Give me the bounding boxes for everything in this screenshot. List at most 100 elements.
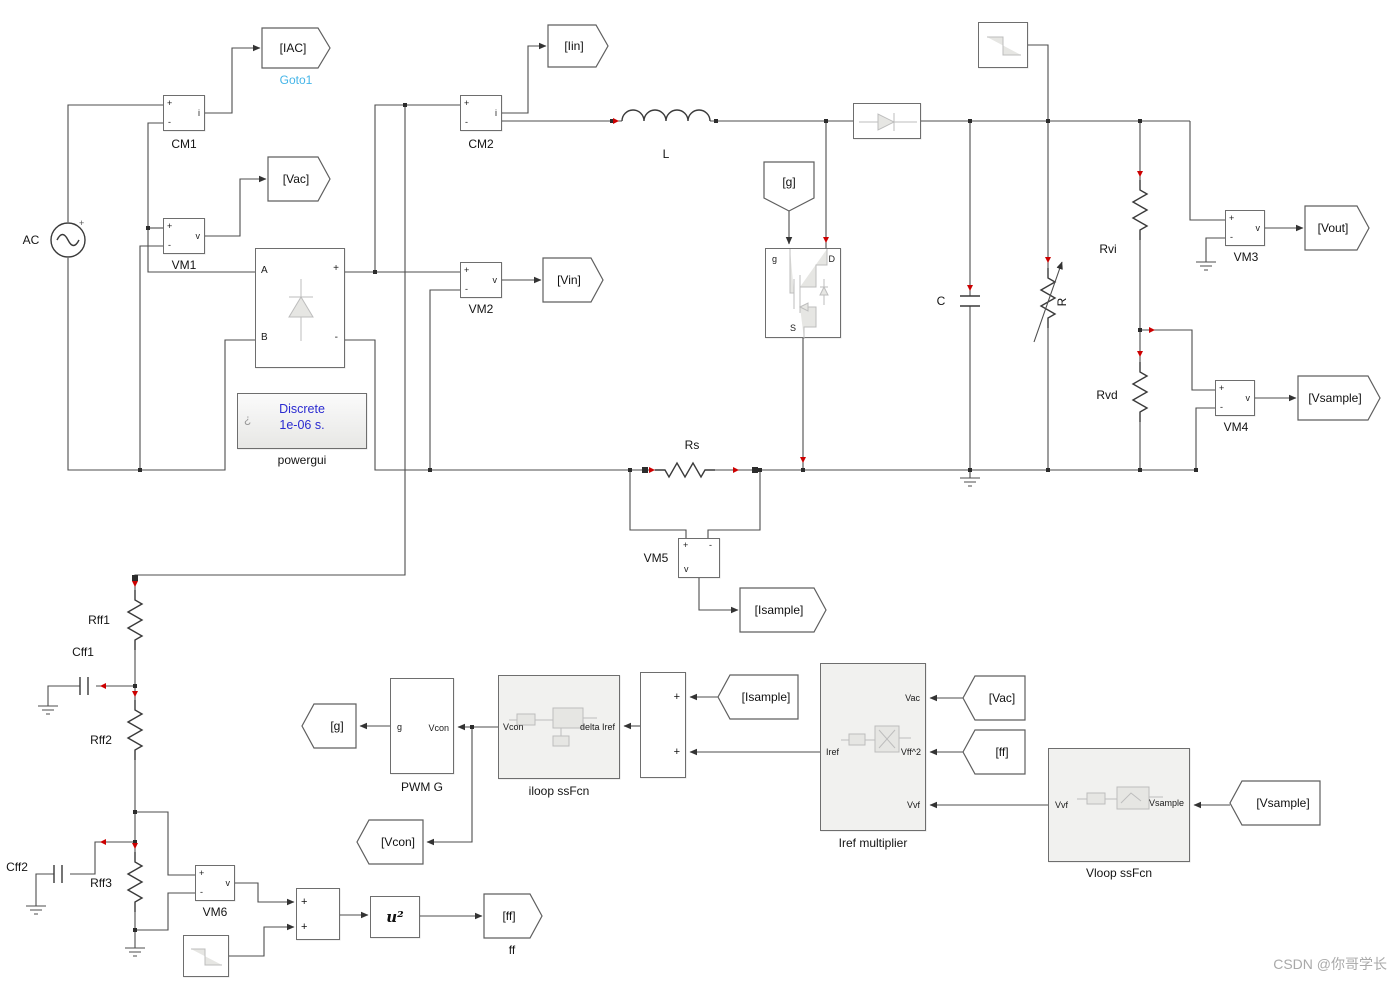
label-rff1: Rff1 (88, 613, 110, 627)
tag-from-g-gate[interactable]: [g] (763, 161, 815, 212)
svg-text:[Vsample]: [Vsample] (1256, 796, 1309, 810)
port-g: g (772, 254, 778, 264)
resistor-rff3[interactable] (126, 852, 144, 912)
port-v: v (195, 231, 201, 241)
resistor-rff2[interactable] (126, 700, 144, 760)
block-math-square[interactable]: u² (370, 896, 420, 938)
port-vcon: Vcon (503, 722, 524, 732)
port-minus: - (1230, 232, 1233, 242)
tag-from-isample-ctrl[interactable]: [Isample] (717, 674, 799, 720)
tag-goto-g-ctrl[interactable]: [g] (301, 703, 357, 749)
tag-from-vac-ctrl[interactable]: [Vac] (962, 675, 1026, 721)
block-mosfet[interactable]: g D S (765, 248, 841, 339)
port-vff2: Vff^2 (900, 747, 921, 757)
capacitor-cff1[interactable] (79, 677, 89, 695)
ground-symbols (26, 256, 1216, 957)
ac-plus-marker: + (79, 218, 84, 228)
block-vm4[interactable]: + - v (1215, 380, 1255, 416)
port-minus: - (709, 540, 712, 550)
label-cap: C (936, 294, 946, 308)
tag-goto-isample[interactable]: [Isample] (739, 587, 827, 633)
label-iloop: iloop ssFcn (528, 784, 590, 798)
port-vvf: Vvf (906, 800, 920, 810)
label-ac: AC (22, 233, 40, 247)
svg-text:[ff]: [ff] (995, 745, 1008, 759)
port-minus: - (465, 284, 468, 294)
port-plus: + (333, 263, 339, 274)
port-plus: + (167, 98, 173, 108)
block-vm6[interactable]: + - v (195, 865, 235, 901)
block-vm1[interactable]: + - v (163, 218, 205, 254)
resistor-rvi[interactable] (1131, 180, 1149, 240)
block-step-load[interactable] (978, 22, 1028, 68)
resistor-rff1[interactable] (126, 590, 144, 650)
svg-text:[Isample]: [Isample] (755, 603, 804, 617)
svg-text:[Vac]: [Vac] (283, 172, 309, 186)
port-s: S (790, 323, 797, 333)
port-vcon: Vcon (428, 723, 449, 733)
label-load-r: R (1055, 297, 1069, 306)
powergui-text: Discrete 1e-06 s. (279, 402, 325, 433)
block-sum-current[interactable]: + + (640, 672, 686, 778)
block-vloop-ssfcn[interactable]: Vvf Vsample (1048, 748, 1190, 862)
label-pwm: PWM G (401, 780, 443, 794)
port-minus: - (465, 117, 468, 127)
resistor-rvd[interactable] (1131, 362, 1149, 422)
block-sum-ff[interactable]: + + (296, 888, 340, 940)
tag-goto-iin[interactable]: [Iin] (547, 24, 609, 68)
tag-goto-vsample[interactable]: [Vsample] (1297, 375, 1381, 421)
capacitor-c[interactable] (960, 295, 980, 307)
svg-text:[IAC]: [IAC] (280, 41, 307, 55)
block-cm2[interactable]: + - i (460, 95, 502, 131)
label-vm1: VM1 (171, 258, 197, 272)
port-v: v (1245, 393, 1251, 403)
resistor-rs[interactable] (655, 461, 715, 479)
tag-from-vsample-ctrl[interactable]: [Vsample] (1229, 780, 1321, 826)
port-plus: + (167, 221, 173, 231)
label-inductor: L (662, 147, 670, 161)
svg-text:[Vac]: [Vac] (989, 691, 1015, 705)
label-vm3: VM3 (1233, 250, 1259, 264)
label-powergui: powergui (277, 453, 327, 467)
block-vm2[interactable]: + - v (460, 262, 502, 298)
label-vm4: VM4 (1223, 420, 1249, 434)
block-powergui[interactable]: ¿ Discrete 1e-06 s. (237, 393, 367, 449)
block-vm3[interactable]: + - v (1225, 210, 1265, 246)
tag-goto-vcon[interactable]: [Vcon] (356, 819, 424, 865)
block-pwm-g[interactable]: g Vcon (390, 678, 454, 774)
ac-source[interactable]: + (50, 218, 86, 258)
port-d: D (828, 254, 836, 264)
tag-goto-vout[interactable]: [Vout] (1304, 205, 1370, 251)
label-rff2: Rff2 (90, 733, 112, 747)
tag-goto-vin[interactable]: [Vin] (542, 257, 604, 303)
power-wires (35, 44, 1225, 942)
block-step-ff[interactable] (183, 935, 229, 977)
tag-goto-vac[interactable]: [Vac] (267, 156, 331, 202)
tag-from-ff-ctrl[interactable]: [ff] (962, 729, 1026, 775)
block-diode[interactable] (853, 103, 921, 139)
label-cff2: Cff2 (6, 860, 28, 874)
port-plus: + (464, 265, 470, 275)
port-v: v (684, 564, 689, 574)
port-plus: + (673, 746, 680, 758)
svg-text:[Vcon]: [Vcon] (381, 835, 415, 849)
svg-text:[g]: [g] (330, 719, 343, 733)
port-plus: + (673, 691, 680, 703)
block-iref-multiplier[interactable]: Iref Vac Vff^2 Vvf (820, 663, 926, 831)
block-iloop-ssfcn[interactable]: Vcon delta Iref (498, 675, 620, 779)
tag-goto-ff[interactable]: [ff] (483, 893, 543, 939)
inductor-l[interactable] (621, 109, 711, 122)
port-plus: + (199, 868, 205, 878)
block-universal-bridge[interactable]: A B + - (255, 248, 345, 368)
label-ff: ff (508, 943, 516, 957)
resistor-load-r[interactable]: R (1033, 261, 1069, 343)
block-vm5[interactable]: + - v (678, 538, 720, 578)
port-vvf: Vvf (1055, 800, 1069, 810)
label-vm6: VM6 (202, 905, 228, 919)
tag-goto-iac[interactable]: [IAC] (261, 27, 331, 69)
block-cm1[interactable]: + - i (163, 95, 205, 131)
port-v: v (492, 275, 498, 285)
capacitor-cff2[interactable] (53, 865, 63, 883)
port-plus: + (683, 540, 689, 550)
